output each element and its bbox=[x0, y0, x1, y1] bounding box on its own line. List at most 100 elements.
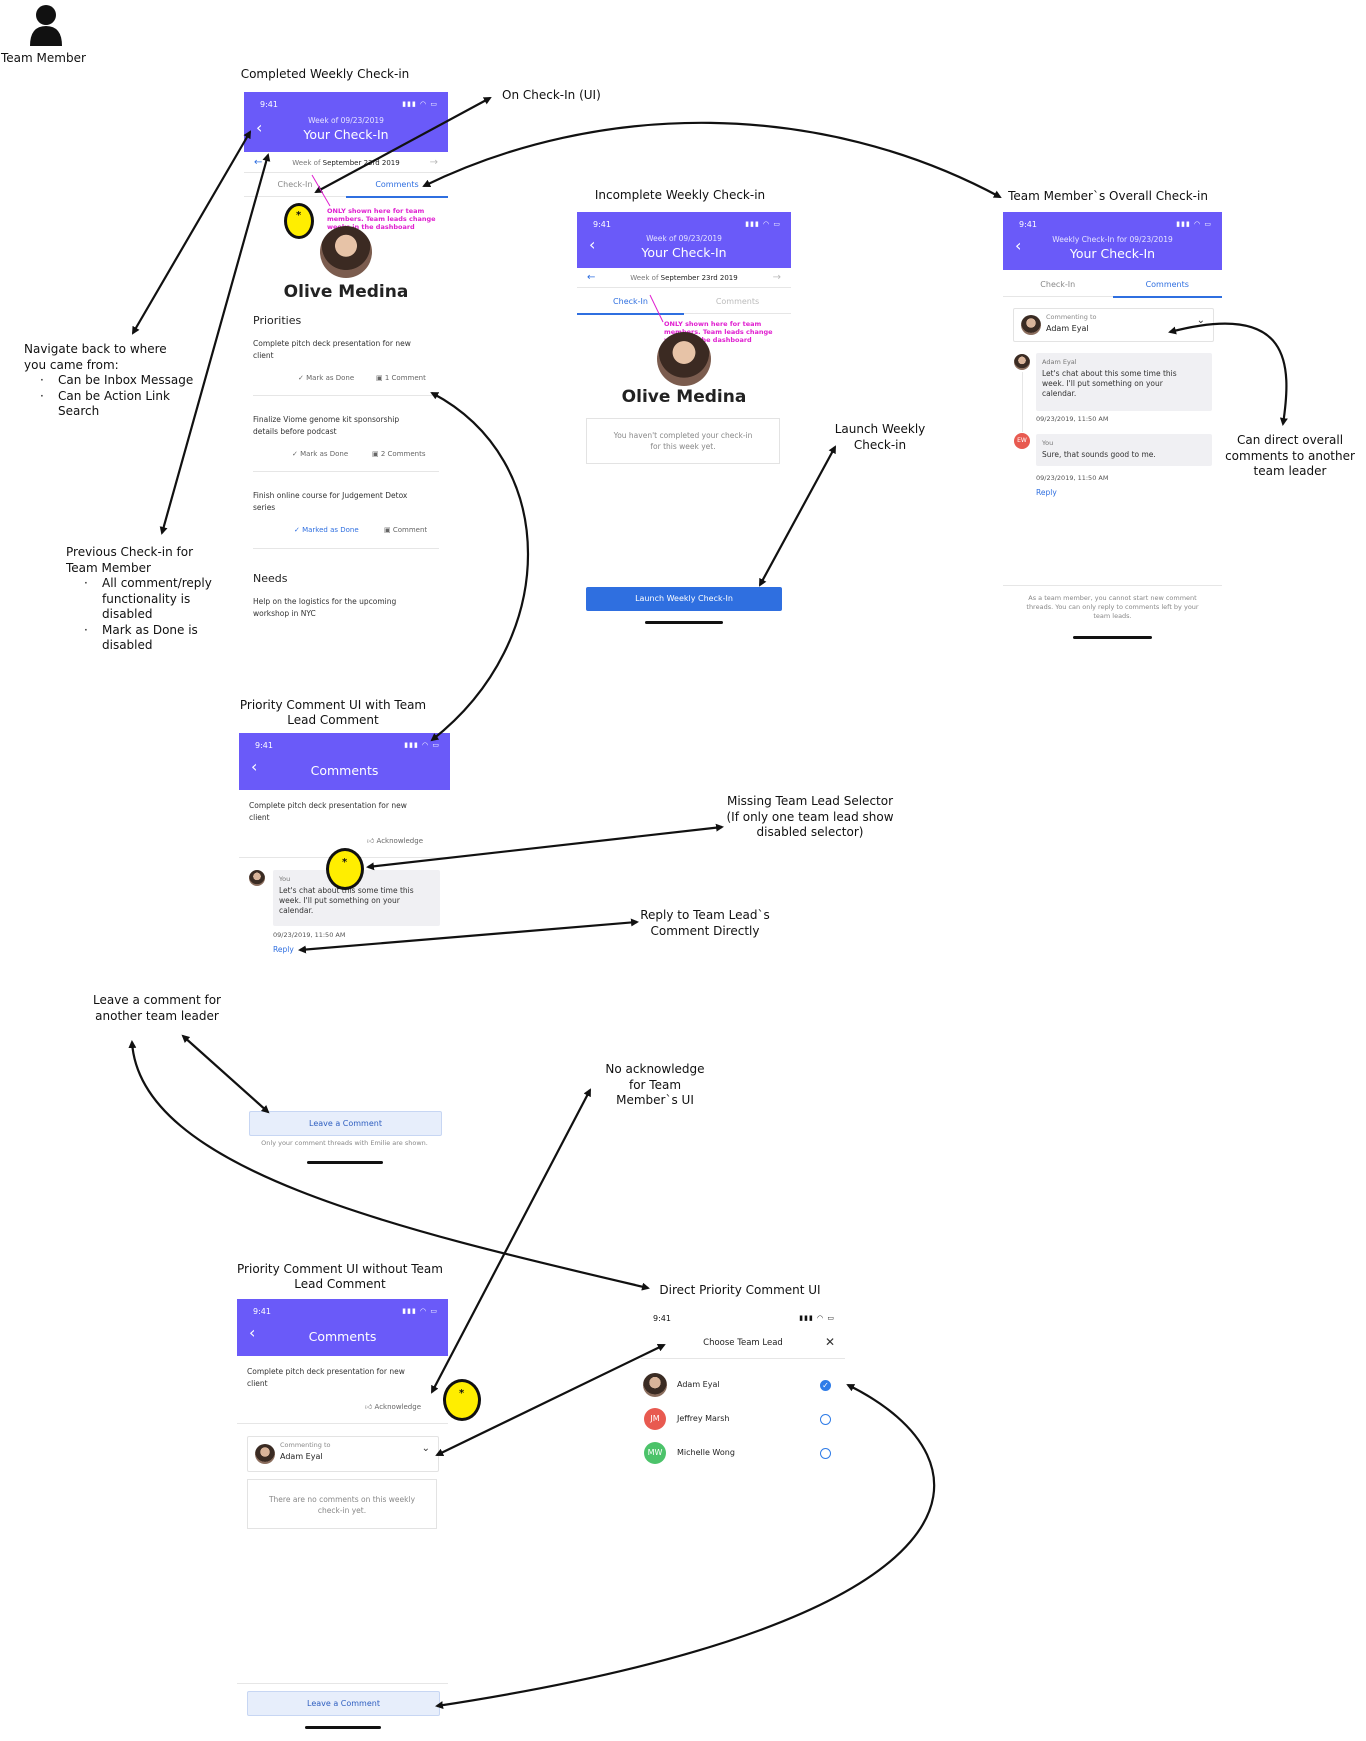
week-value: September 23rd 2019 bbox=[660, 274, 738, 282]
back-icon[interactable]: ‹ bbox=[589, 235, 596, 254]
header: 9:41 ▮▮▮ ◠ ▭ ‹ Comments bbox=[239, 733, 450, 790]
team-lead-selector[interactable]: Commenting to Adam Eyal ⌄ bbox=[247, 1436, 439, 1472]
arrow-missing-selector bbox=[366, 823, 724, 871]
commenting-to-value: Adam Eyal bbox=[1046, 324, 1089, 333]
tab-comments[interactable]: Comments bbox=[1112, 274, 1222, 298]
divider bbox=[253, 471, 439, 472]
tab-comments[interactable]: Comments bbox=[715, 297, 760, 306]
tab-bar: Check-In Comments bbox=[577, 291, 791, 315]
thumbs-up-icon: 👍︎ bbox=[365, 1403, 375, 1411]
tab-bar: Check-In Comments bbox=[1003, 274, 1222, 298]
launch-checkin-button[interactable]: Launch Weekly Check-In bbox=[586, 587, 782, 611]
highlight-marker: * bbox=[284, 203, 314, 239]
title-overall: Team Member`s Overall Check-in bbox=[1008, 189, 1208, 203]
status-time: 9:41 bbox=[1019, 220, 1037, 229]
reply-link[interactable]: Reply bbox=[273, 945, 294, 954]
close-icon[interactable]: ✕ bbox=[824, 1335, 835, 1349]
header-title: Your Check-In bbox=[1069, 246, 1156, 261]
status-icons: ▮▮▮ ◠ ▭ bbox=[402, 1307, 438, 1315]
comment-count-button[interactable]: ▣ 2 Comments bbox=[372, 450, 426, 458]
avatar bbox=[657, 332, 711, 386]
status-time: 9:41 bbox=[253, 1307, 271, 1316]
leave-comment-button[interactable]: Leave a Comment bbox=[247, 1691, 440, 1716]
status-time: 9:41 bbox=[255, 741, 273, 750]
week-selector: ← Week of September 23rd 2019 → bbox=[577, 269, 791, 288]
marked-done-button[interactable]: ✓ Marked as Done bbox=[294, 526, 359, 534]
lead-avatar bbox=[1014, 354, 1030, 370]
home-indicator[interactable] bbox=[1073, 636, 1152, 639]
prev-week-icon[interactable]: ← bbox=[587, 272, 596, 283]
comment-count-button[interactable]: ▣ 1 Comment bbox=[376, 374, 426, 382]
mark-done-button[interactable]: ✓ Mark as Done bbox=[298, 374, 355, 382]
header: 9:41 ▮▮▮ ◠ ▭ ‹ Week of 09/23/2019 Your C… bbox=[577, 212, 791, 268]
home-indicator[interactable] bbox=[645, 621, 723, 624]
back-icon[interactable]: ‹ bbox=[249, 1323, 256, 1342]
divider bbox=[253, 395, 439, 396]
comment-icon: ▣ bbox=[376, 374, 385, 382]
arrow-nav-back bbox=[131, 130, 252, 335]
week-label: Week of bbox=[630, 274, 659, 282]
user-name: Olive Medina bbox=[621, 387, 747, 407]
check-icon: ✓ bbox=[294, 526, 303, 534]
arrow-leave-to-direct bbox=[435, 1384, 936, 1710]
commenting-to-label: Commenting to bbox=[1046, 313, 1097, 321]
thread-line bbox=[1022, 372, 1023, 432]
commenting-to-value: Adam Eyal bbox=[280, 1452, 323, 1461]
header-week: Week of 09/23/2019 bbox=[646, 234, 722, 243]
tab-checkin[interactable]: Check-In bbox=[577, 291, 684, 315]
mark-done-button[interactable]: ✓ Mark as Done bbox=[292, 450, 349, 458]
avatar bbox=[320, 226, 372, 278]
needs-heading: Needs bbox=[253, 572, 288, 585]
timestamp: 09/23/2019, 11:50 AM bbox=[1036, 474, 1109, 482]
back-icon[interactable]: ‹ bbox=[1015, 236, 1022, 255]
highlight-marker: * bbox=[326, 848, 364, 890]
reply-link[interactable]: Reply bbox=[1036, 488, 1057, 497]
tab-checkin[interactable]: Check-In bbox=[277, 180, 313, 189]
status-icons: ▮▮▮ ◠ ▭ bbox=[404, 741, 440, 749]
header: 9:41 ▮▮▮ ◠ ▭ ‹ Weekly Check-In for 09/23… bbox=[1003, 212, 1222, 270]
comment-icon: ▣ bbox=[372, 450, 381, 458]
footer-note: As a team member, you cannot start new c… bbox=[1026, 594, 1199, 620]
divider bbox=[253, 548, 439, 549]
annotation-on-checkin: On Check-In (UI) bbox=[502, 88, 601, 102]
title-completed: Completed Weekly Check-in bbox=[240, 67, 410, 81]
arrow-no-ack bbox=[431, 1088, 591, 1394]
arrow-overall bbox=[422, 121, 1002, 198]
priority-text: Complete pitch deck presentation for new… bbox=[249, 801, 407, 822]
status-icons: ▮▮▮ ◠ ▭ bbox=[745, 220, 781, 228]
header-week: Weekly Check-In for 09/23/2019 bbox=[1052, 235, 1173, 244]
home-indicator[interactable] bbox=[305, 1726, 381, 1729]
header: 9:41 ▮▮▮ ◠ ▭ ‹ Comments bbox=[237, 1299, 448, 1356]
status-time: 9:41 bbox=[260, 100, 278, 109]
priority-comment-without-lead-screen: 9:41 ▮▮▮ ◠ ▭ ‹ Comments Complete pitch d… bbox=[237, 1299, 448, 1735]
avatar bbox=[249, 870, 265, 886]
acknowledge-button[interactable]: 👍︎ Acknowledge bbox=[365, 1403, 422, 1411]
back-icon[interactable]: ‹ bbox=[256, 118, 263, 137]
tab-checkin[interactable]: Check-In bbox=[1040, 280, 1076, 289]
header-title: Your Check-In bbox=[641, 245, 727, 260]
arrow-selector-to-direct bbox=[435, 1344, 666, 1456]
you-avatar: EW bbox=[1014, 433, 1030, 449]
divider bbox=[641, 1358, 845, 1359]
arrow-leave-other bbox=[181, 1034, 270, 1114]
lead-avatar bbox=[255, 1444, 275, 1464]
pink-pointer bbox=[649, 294, 664, 323]
status-icons: ▮▮▮ ◠ ▭ bbox=[1176, 220, 1212, 228]
arrow-previous bbox=[159, 153, 271, 535]
next-week-icon[interactable]: → bbox=[772, 272, 781, 283]
back-icon[interactable]: ‹ bbox=[251, 757, 258, 776]
divider bbox=[1003, 585, 1222, 586]
arrow-reply bbox=[298, 918, 639, 954]
person-icon bbox=[28, 4, 64, 46]
lead-avatar bbox=[1021, 315, 1041, 335]
comment-button[interactable]: ▣ Comment bbox=[384, 526, 428, 534]
header-title: Comments bbox=[310, 763, 379, 778]
